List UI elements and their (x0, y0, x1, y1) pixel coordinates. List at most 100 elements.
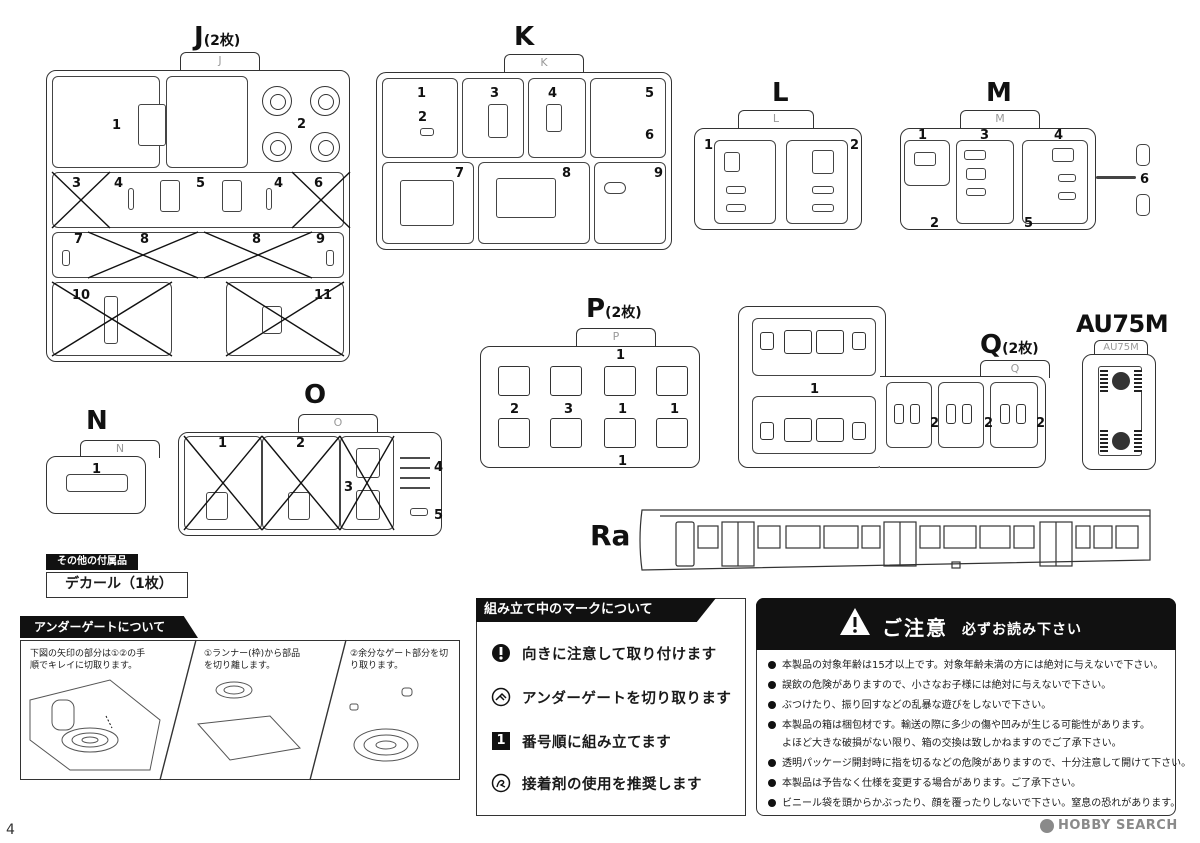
ra-label: Ra (590, 519, 631, 552)
k-cell (382, 78, 458, 158)
caution-title: ご注意 (882, 616, 948, 640)
mark-text: 接着剤の使用を推奨します (522, 776, 702, 793)
p-part (550, 418, 582, 448)
number-icon: 1 (490, 730, 512, 752)
mark-row: アンダーゲートを切り取ります (490, 686, 731, 708)
o-number: 1 (218, 436, 228, 451)
caution-item: 透明パッケージ開封時に指を切るなどの危険がありますので、十分注意して開けて下さい… (768, 758, 1191, 770)
o-part-1 (206, 492, 228, 520)
mark-text: 向きに注意して取り付けます (522, 646, 717, 663)
j-wheel (310, 86, 340, 116)
l-number: 2 (850, 138, 860, 153)
k-number: 5 (645, 86, 655, 101)
caution-item: ぶつけたり、振り回すなどの乱暴な遊びをしないで下さい。 (768, 700, 1051, 712)
au75m-grille (1134, 430, 1142, 452)
o-part-5 (410, 508, 428, 516)
k-number: 1 (417, 86, 427, 101)
marks-heading: 組み立て中のマークについて (476, 598, 716, 622)
caution-item: 本製品は予告なく仕様を変更する場合があります。ご了承下さい。 (768, 778, 1081, 790)
j-part-5 (222, 180, 242, 212)
warning-triangle-icon (838, 606, 872, 638)
o-part-3 (356, 448, 380, 478)
watermark-logo-icon (1040, 818, 1054, 833)
o-number: 2 (296, 436, 306, 451)
l-part-1 (726, 186, 746, 194)
q-part (816, 330, 844, 354)
au75m-fan-icon (1112, 432, 1130, 450)
p-part (498, 418, 530, 448)
q-number: 2 (1036, 416, 1046, 431)
q-part (816, 418, 844, 442)
under-gate-step1: 下図の矢印の部分は①②の手順でキレイに切取ります。 (30, 649, 146, 671)
j-wheel (262, 86, 292, 116)
mark-row: 接着剤の使用を推奨します (490, 772, 702, 794)
k-number: 2 (418, 110, 428, 125)
runner-j-label: J(2枚) (194, 22, 241, 52)
j-number: 11 (314, 288, 333, 303)
p-number: 1 (616, 348, 626, 363)
watermark: HOBBY SEARCH (1040, 818, 1178, 833)
m-part-4 (1052, 148, 1074, 162)
l-part-2 (812, 150, 834, 174)
k-part-3 (488, 104, 508, 138)
l-part-2 (812, 186, 834, 194)
q-part-2 (946, 404, 956, 424)
j-number: 6 (314, 176, 324, 191)
j-part-5 (160, 180, 180, 212)
runner-q-tab: Q (980, 360, 1050, 378)
o-number: 3 (344, 480, 354, 495)
p-part (656, 418, 688, 448)
q-number: 1 (810, 382, 820, 397)
mark-text: アンダーゲートを切り取ります (522, 690, 732, 707)
j-number: 1 (112, 118, 122, 133)
glue-icon (490, 772, 512, 794)
m-number: 6 (1140, 172, 1150, 187)
q-number: 2 (984, 416, 994, 431)
k-number: 8 (562, 166, 572, 181)
caution-item: ビニール袋を頭からかぶったり、顔を覆ったりしないで下さい。窒息の恐れがあります。 (768, 798, 1180, 810)
j-number: 9 (316, 232, 326, 247)
q-part (760, 332, 774, 350)
k-cell (590, 78, 666, 158)
p-part (604, 418, 636, 448)
au75m-fan-icon (1112, 372, 1130, 390)
j-number: 8 (140, 232, 150, 247)
p-part (498, 366, 530, 396)
k-part-4 (546, 104, 562, 132)
runner-j-tab: J (180, 52, 260, 72)
j-part-9 (326, 250, 334, 266)
k-part-7 (400, 180, 454, 226)
caution-item: よほど大きな破損がない限り、箱の交換は致しかねますのでご了承下さい。 (782, 738, 1122, 749)
m-part-3 (966, 168, 986, 180)
j-cell (166, 76, 248, 168)
m-number: 4 (1054, 128, 1064, 143)
q-part-2 (894, 404, 904, 424)
under-gate-heading: アンダーゲートについて (20, 616, 198, 638)
caution-item: 本製品の対象年齢は15才以上です。対象年齢未満の方には絶対に与えないで下さい。 (768, 660, 1163, 672)
j-part-4 (266, 188, 272, 210)
j-part-1 (138, 104, 166, 146)
k-number: 6 (645, 128, 655, 143)
q-number: 2 (930, 416, 940, 431)
q-part-2 (1016, 404, 1026, 424)
j-number: 3 (72, 176, 82, 191)
runner-au75m-tab: AU75M (1094, 340, 1148, 356)
j-number: 7 (74, 232, 84, 247)
runner-q-label: Q(2枚) (980, 330, 1039, 360)
p-number: 1 (618, 454, 628, 469)
p-number: 3 (564, 402, 574, 417)
under-gate-icon (490, 686, 512, 708)
j-number: 2 (297, 117, 307, 132)
m-number: 5 (1024, 216, 1034, 231)
mark-text: 番号順に組み立てます (522, 734, 672, 751)
o-number: 4 (434, 460, 444, 475)
m-number: 1 (918, 128, 928, 143)
under-gate-step2: ①ランナー(枠)から部品を切り離します。 (204, 649, 301, 671)
m-part-4 (1058, 192, 1076, 200)
caution-item: 本製品の箱は梱包材です。輸送の際に多少の傷や凹みが生じる可能性があります。 (768, 720, 1150, 732)
k-number: 9 (654, 166, 664, 181)
m-part-3 (964, 150, 986, 160)
q-part-2 (962, 404, 972, 424)
